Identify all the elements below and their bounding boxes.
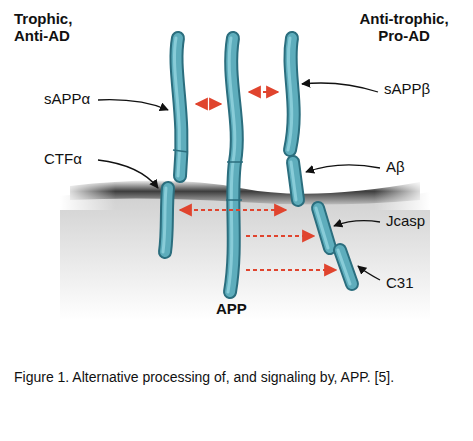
signaling-arrows	[180, 92, 336, 270]
group-heading: Trophic, Anti-AD	[14, 10, 102, 45]
membrane-fade	[60, 170, 430, 210]
protein-label: APP	[216, 300, 247, 317]
fragment-label: C31	[386, 274, 414, 291]
group-heading: Anti-trophic, Pro-AD	[348, 10, 460, 45]
leader-lines	[98, 83, 380, 280]
app-fragments	[163, 38, 352, 292]
fragment-label: Jcasp	[386, 212, 425, 229]
figure-caption: Figure 1. Alternative processing of, and…	[14, 368, 454, 386]
fragment-label: sAPPα	[44, 90, 90, 107]
fragment-label: CTFα	[44, 150, 82, 167]
fragment-label: sAPPβ	[384, 80, 430, 97]
fragment-label: Aβ	[386, 158, 405, 175]
